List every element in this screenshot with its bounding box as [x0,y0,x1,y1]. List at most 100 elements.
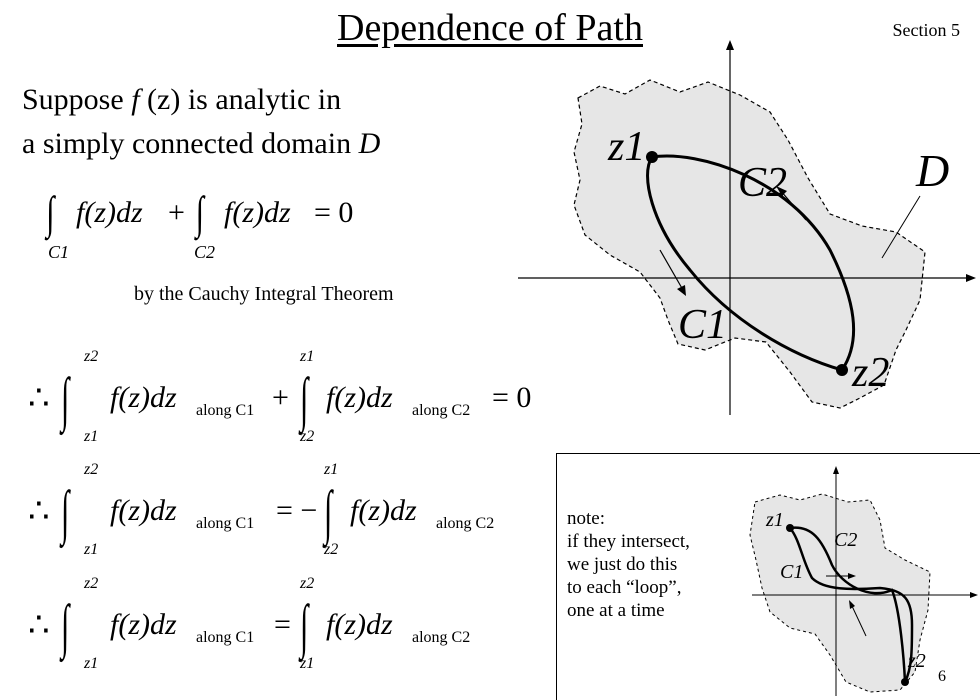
operator: = [274,608,291,641]
label-z1: z1 [607,124,645,170]
along-path-label: along C1 [196,402,254,419]
function-f: f [131,83,140,116]
note-line: one at a time [567,600,665,621]
plus-sign: + [168,196,185,229]
intro-line1-prefix: Suppose [22,83,132,116]
operator: = − [276,494,317,527]
intro-line2-prefix: a simply connected domain [22,127,359,160]
label-c2: C2 [738,160,787,206]
integrand: f(z)dz [110,494,177,527]
domain-symbol: D [358,127,381,160]
domain-region [573,79,926,409]
c2-direction-arrow [779,189,807,221]
label-c1: C1 [678,302,727,348]
domain-pointer [881,195,921,259]
path-c1 [646,156,843,372]
equation-4: ∴ z2 ∫ z1 f(z)dz along C1 = z2 ∫ z1 f(z)… [28,575,470,672]
c1-direction-arrow [659,249,684,291]
integral-sign: ∫ [322,480,334,548]
mini-x-axis-arrow [970,592,978,598]
page-number: 6 [938,668,946,685]
integrand: f(z)dz [110,608,177,641]
upper-limit: z2 [299,575,314,592]
y-axis-arrow [726,40,734,50]
therefore-symbol: ∴ [28,493,50,530]
note-line: if they intersect, [567,531,690,552]
mini-label-c2: C2 [834,529,857,551]
upper-limit: z2 [83,461,98,478]
therefore-symbol: ∴ [28,380,50,417]
equals-zero: = 0 [492,381,531,414]
mini-label-c1: C1 [780,561,803,583]
page-title: Dependence of Path [337,7,643,49]
along-path-label: along C2 [412,629,470,646]
note-line: to each “loop”, [567,577,682,598]
mini-arrowhead-right [848,573,856,579]
upper-limit: z2 [83,575,98,592]
integral-sign: ∫ [298,594,310,662]
path-label-c1: C1 [48,242,69,262]
integral-sign: ∫ [194,188,206,241]
equals-zero: = 0 [314,196,353,229]
integrand: f(z)dz [110,381,177,414]
theorem-note: by the Cauchy Integral Theorem [134,283,394,305]
mini-y-axis-arrow [833,466,839,474]
therefore-symbol: ∴ [28,607,50,644]
lower-limit: z1 [83,655,98,672]
mini-arrow-up [851,605,867,637]
intro-line-2: a simply connected domain D [22,122,380,166]
integrand: f(z)dz [326,608,393,641]
upper-limit: z1 [323,461,338,478]
mini-domain-region [749,493,931,693]
integrand: f(z)dz [76,196,143,229]
c1-arrowhead [677,285,686,296]
operator: + [272,381,289,414]
mini-point-z1 [786,524,794,532]
function-arg: (z) [139,83,181,116]
integral-sign: ∫ [298,367,310,435]
integrand: f(z)dz [224,196,291,229]
x-axis-arrow [966,274,976,282]
integrand: f(z)dz [350,494,417,527]
intro-line1-suffix: is analytic in [180,83,342,116]
c2-arrowhead [776,186,787,196]
integral-sign: ∫ [59,594,71,662]
along-path-label: along C1 [196,629,254,646]
mini-label-z2: z2 [907,650,926,672]
intro-line-1: Suppose f (z) is analytic in [22,78,380,122]
note-text: note: if they intersect, we just do this… [567,507,690,622]
along-path-label: along C1 [196,515,254,532]
mini-label-z1: z1 [765,509,784,531]
lower-limit: z1 [83,428,98,445]
equation-3: ∴ z2 ∫ z1 f(z)dz along C1 = − z1 ∫ z2 f(… [28,461,494,558]
path-c2 [651,154,856,371]
lower-limit: z2 [323,541,338,558]
point-z1 [646,151,658,163]
intersecting-path-diagram: z1 z2 C2 C1 [749,466,978,696]
integral-sign: ∫ [59,367,71,435]
mini-path-c1 [789,526,907,683]
integral-sign: ∫ [45,188,57,241]
path-label-c2: C2 [194,242,215,262]
path-diagram: z1 z2 C2 C1 D [518,40,976,415]
along-path-label: along C2 [436,515,494,532]
equation-1: ∫ f(z)dz C1 + ∫ f(z)dz C2 = 0 [45,188,354,262]
along-path-label: along C2 [412,402,470,419]
equation-2: ∴ z2 ∫ z1 f(z)dz along C1 + z1 ∫ z2 f(z)… [28,348,531,445]
upper-limit: z1 [299,348,314,365]
note-box [556,453,980,700]
mini-point-z2 [901,678,909,686]
mini-arrowhead-up [849,600,855,609]
lower-limit: z1 [83,541,98,558]
section-label: Section 5 [892,20,961,40]
lower-limit: z1 [299,655,314,672]
lower-limit: z2 [299,428,314,445]
mini-path-c2 [789,527,914,683]
note-line: we just do this [567,554,678,575]
intro-text: Suppose f (z) is analytic in a simply co… [22,78,380,166]
point-z2 [836,364,848,376]
upper-limit: z2 [83,348,98,365]
note-line: note: [567,508,605,529]
label-domain: D [915,145,949,196]
label-z2: z2 [851,350,889,396]
